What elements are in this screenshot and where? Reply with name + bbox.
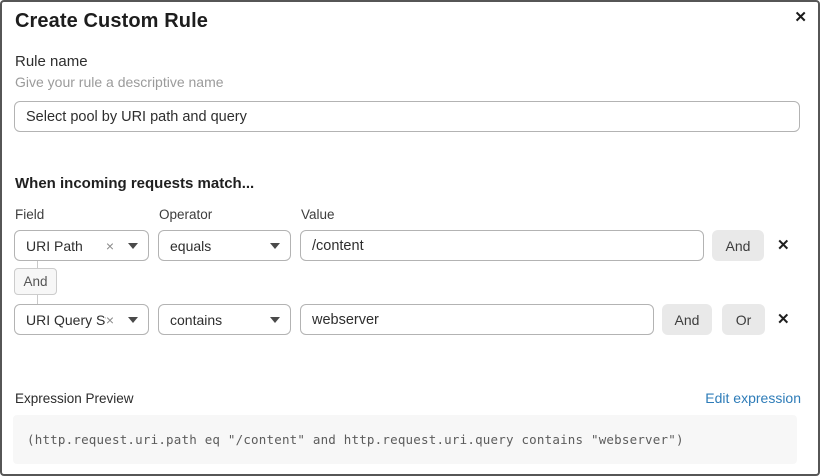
field-select-row2[interactable]: URI Query St... ×	[14, 304, 149, 335]
field-column-label: Field	[15, 207, 45, 222]
value-input-row2[interactable]	[300, 304, 654, 335]
expression-preview-label: Expression Preview	[15, 391, 134, 406]
expression-preview-code: (http.request.uri.path eq "/content" and…	[27, 432, 684, 447]
operator-select-row2[interactable]: contains	[158, 304, 291, 335]
clear-icon[interactable]: ×	[105, 311, 114, 328]
remove-condition-icon-row2[interactable]: ✕	[777, 311, 790, 328]
chevron-down-icon	[128, 316, 138, 323]
close-icon[interactable]: ✕	[794, 9, 807, 26]
field-select-row1-value: URI Path	[26, 237, 83, 254]
match-section-heading: When incoming requests match...	[15, 175, 255, 192]
and-button-row1[interactable]: And	[712, 230, 764, 261]
operator-select-row1-value: equals	[170, 237, 212, 254]
and-button-row2[interactable]: And	[662, 304, 712, 335]
clear-icon[interactable]: ×	[105, 237, 114, 254]
operator-select-row2-value: contains	[170, 311, 223, 328]
chevron-down-icon	[270, 316, 280, 323]
connector-line-bottom	[37, 295, 38, 304]
rule-name-input[interactable]	[14, 101, 800, 132]
chevron-down-icon	[270, 242, 280, 249]
edit-expression-link[interactable]: Edit expression	[705, 390, 801, 406]
rule-name-helper: Give your rule a descriptive name	[15, 74, 224, 90]
value-input-row1[interactable]	[300, 230, 704, 261]
field-select-row2-value: URI Query St...	[26, 311, 106, 328]
chevron-down-icon	[128, 242, 138, 249]
expression-preview-box: (http.request.uri.path eq "/content" and…	[13, 415, 797, 464]
page-title: Create Custom Rule	[15, 10, 208, 32]
and-connector-pill: And	[14, 268, 57, 295]
operator-column-label: Operator	[159, 207, 213, 222]
connector-line-top	[37, 261, 38, 268]
remove-condition-icon-row1[interactable]: ✕	[777, 237, 790, 254]
rule-name-label: Rule name	[15, 53, 88, 70]
field-select-row1[interactable]: URI Path ×	[14, 230, 149, 261]
or-button-row2[interactable]: Or	[722, 304, 765, 335]
operator-select-row1[interactable]: equals	[158, 230, 291, 261]
value-column-label: Value	[301, 207, 335, 222]
